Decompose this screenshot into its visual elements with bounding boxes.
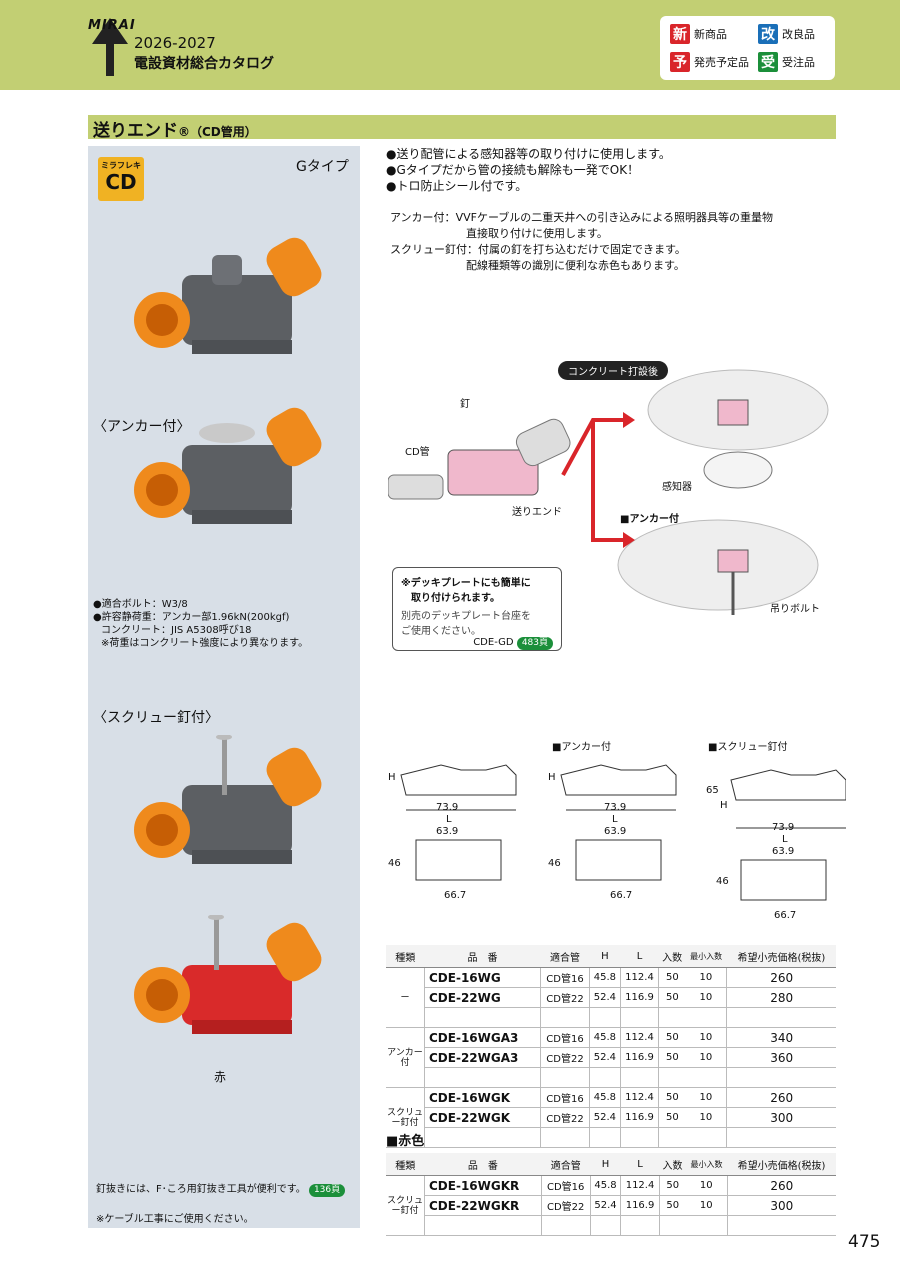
hanging-bolt-callout: 吊りボルト (770, 604, 820, 615)
table-row: CDE-22WG CD管22 52.4 116.9 50 10 280 (386, 987, 836, 1008)
deck-plate-note: ※デッキプレートにも簡単に 取り付けられます。 別売のデッキプレート台座を ご使… (392, 567, 562, 651)
sensor-callout: 感知器 (662, 482, 692, 493)
legend-order: 受受注品 (758, 52, 815, 72)
table-row: アンカー付 CDE-16WGA3 CD管16 45.8 112.4 50 10 … (386, 1027, 836, 1088)
legend-box: 新新商品 改改良品 予発売予定品 受受注品 (660, 16, 835, 80)
dim-739-1: 73.9 (436, 802, 459, 813)
type-descriptions: アンカー付：VVFケーブルの二重天井への引き込みによる照明器具等の重量物 直接取… (390, 211, 773, 272)
table-row: スクリュー釘付 CDE-16WGKR CD管16 45.8 112.4 50 1… (386, 1175, 836, 1236)
anchor-diagram-tag: ■アンカー付 (620, 514, 680, 525)
g-type-label: Gタイプ (296, 159, 349, 175)
dim-l-3: L (782, 834, 788, 845)
dim-739-2: 73.9 (604, 802, 627, 813)
red-color-title: ■赤色 (386, 1134, 425, 1149)
table-row: ー CDE-16WG CD管16 45.8 112.4 50 10 260 (386, 967, 836, 1028)
installation-diagram (388, 369, 829, 615)
table-spacer-row (386, 1067, 836, 1088)
cable-note: ※ケーブル工事にご使用ください。 (96, 1214, 254, 1225)
table-spacer-row (386, 1215, 836, 1236)
red-spec-table: 種類 品 番 適合管 H L 入数 最小入数 希望小売価格(税抜) スクリュー釘… (386, 1153, 836, 1236)
section-title: 送りエンド®（CD管用） (93, 121, 257, 141)
dim-639-2: 63.9 (604, 826, 627, 837)
miraflex-cd-badge: ミラフレキ CD (98, 157, 144, 201)
product-screw-image (134, 735, 322, 864)
legend-improved: 改改良品 (758, 24, 815, 44)
dimension-drawings (400, 764, 846, 901)
dim-667-1: 66.7 (444, 890, 467, 901)
dim-h-3: H (720, 800, 728, 811)
screw-label: 〈スクリュー釘付〉 (93, 710, 219, 726)
dim-639-3: 63.9 (772, 846, 795, 857)
table-row: CDE-22WGKR CD管22 52.4 116.9 50 10 300 (386, 1195, 836, 1216)
dim-65: 65 (706, 785, 719, 796)
dim-h-1: H (388, 772, 396, 783)
dims-screw-title: ■スクリュー釘付 (708, 742, 788, 753)
dim-667-3: 66.7 (774, 910, 797, 921)
spec-table: 種類 品 番 適合管 H L 入数 最小入数 希望小売価格(税抜) ー CDE-… (386, 945, 836, 1148)
logo-text: MIRAI (88, 18, 136, 33)
feature-list: ●送り配管による感知器等の取り付けに使用します。 ●Gタイプだから管の接続も解除… (386, 147, 671, 193)
product-standard-image (134, 237, 322, 354)
table-spacer-row (386, 1007, 836, 1028)
mirai-logo-icon (92, 18, 128, 76)
nail-callout: 釘 (460, 399, 470, 410)
cd-pipe-callout: CD管 (405, 447, 430, 458)
catalog-year: 2026-2027 (134, 34, 216, 52)
legend-planned: 予発売予定品 (670, 52, 749, 72)
catalog-title: 電設資材総合カタログ (134, 56, 274, 72)
table-row: CDE-22WGA3 CD管22 52.4 116.9 50 10 360 (386, 1047, 836, 1068)
product-anchor-image (134, 407, 322, 524)
page-ref-136[interactable]: 136頁 (308, 1184, 346, 1197)
okuri-end-callout: 送りエンド (512, 507, 562, 518)
dim-639-1: 63.9 (436, 826, 459, 837)
product-red-image (134, 915, 322, 1034)
dim-739-3: 73.9 (772, 822, 795, 833)
dim-667-2: 66.7 (610, 890, 633, 901)
dim-46-3: 46 (716, 876, 729, 887)
dim-46-1: 46 (388, 858, 401, 869)
table-header-row: 種類 品 番 適合管 H L 入数 最小入数 希望小売価格(税抜) (386, 945, 836, 968)
anchor-label: 〈アンカー付〉 (93, 419, 191, 435)
page-number: 475 (848, 1232, 881, 1252)
red-color-label: 赤 (214, 1070, 227, 1084)
after-concrete-tag: コンクリート打設後 (558, 361, 668, 380)
dim-l-1: L (446, 814, 452, 825)
table-spacer-row (386, 1127, 836, 1148)
anchor-specs: ●適合ボルト：W3/8 ●許容静荷重：アンカー部1.96kN(200kgf) コ… (93, 599, 309, 649)
nail-note: 釘抜きには、F･ころ用釘抜き工具が便利です。 136頁 (96, 1180, 346, 1197)
legend-new: 新新商品 (670, 24, 727, 44)
table-row: CDE-22WGK CD管22 52.4 116.9 50 10 300 (386, 1107, 836, 1128)
table-header-row: 種類 品 番 適合管 H L 入数 最小入数 希望小売価格(税抜) (386, 1153, 836, 1176)
dim-h-2: H (548, 772, 556, 783)
dim-46-2: 46 (548, 858, 561, 869)
dims-anchor-title: ■アンカー付 (552, 742, 612, 753)
page-ref-483[interactable]: 483頁 (516, 637, 553, 650)
section-title-bar (88, 115, 836, 139)
table-row: スクリュー釘付 CDE-16WGK CD管16 45.8 112.4 50 10… (386, 1087, 836, 1148)
dim-l-2: L (612, 814, 618, 825)
